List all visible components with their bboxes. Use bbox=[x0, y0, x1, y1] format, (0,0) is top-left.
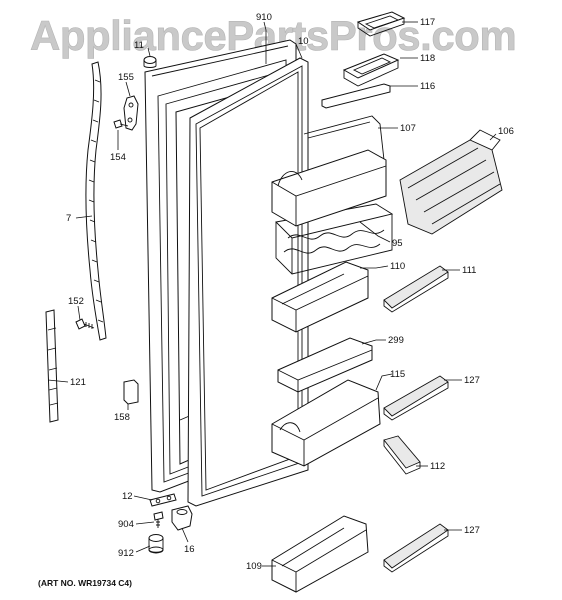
callout-12: 12 bbox=[122, 491, 133, 502]
part-115-large-bin[interactable] bbox=[271, 379, 381, 467]
callout-111: 111 bbox=[462, 265, 476, 276]
part-154-screw[interactable] bbox=[113, 119, 129, 129]
part-109-bottom-bin[interactable] bbox=[271, 515, 369, 593]
callout-127-lower: 127 bbox=[464, 525, 480, 536]
part-7-handle[interactable] bbox=[85, 61, 107, 341]
callout-910: 910 bbox=[256, 12, 272, 23]
part-904-screw[interactable] bbox=[153, 511, 164, 528]
part-912-bushing[interactable] bbox=[148, 534, 164, 554]
part-110-door-bin[interactable] bbox=[271, 261, 369, 333]
callout-118: 118 bbox=[420, 53, 435, 64]
part-16-hinge-cam[interactable] bbox=[171, 505, 193, 531]
part-127-shelf-front-lower[interactable] bbox=[383, 523, 449, 573]
part-127-shelf-front-upper[interactable] bbox=[383, 375, 449, 421]
part-299-shelf[interactable] bbox=[277, 337, 373, 393]
callout-154: 154 bbox=[110, 152, 126, 163]
dairy-bin[interactable] bbox=[271, 149, 387, 227]
callout-116: 116 bbox=[420, 81, 435, 92]
callout-10: 10 bbox=[298, 36, 309, 47]
callout-121: 121 bbox=[70, 377, 86, 388]
part-118-tray[interactable] bbox=[342, 53, 400, 87]
part-111-shelf-front[interactable] bbox=[383, 265, 449, 313]
callout-16: 16 bbox=[184, 544, 195, 555]
callout-112: 112 bbox=[430, 461, 445, 472]
callout-95: 95 bbox=[392, 238, 403, 249]
part-155-bracket[interactable] bbox=[123, 95, 139, 131]
part-11-plug[interactable] bbox=[143, 56, 157, 68]
callout-117: 117 bbox=[420, 17, 435, 28]
part-107-bracket[interactable] bbox=[303, 115, 385, 161]
callout-11: 11 bbox=[134, 40, 144, 51]
callout-912: 912 bbox=[118, 548, 134, 559]
callout-155: 155 bbox=[118, 72, 134, 83]
part-12-hinge-plate[interactable] bbox=[149, 493, 177, 507]
leader-lines bbox=[47, 21, 497, 567]
part-112-small-front[interactable] bbox=[383, 435, 421, 475]
callout-127-upper: 127 bbox=[464, 375, 480, 386]
part-152-screw[interactable] bbox=[75, 318, 95, 330]
callout-109: 109 bbox=[246, 561, 262, 572]
part-116-rail[interactable] bbox=[321, 83, 391, 109]
callout-904: 904 bbox=[118, 519, 134, 530]
part-121-trim[interactable] bbox=[45, 309, 59, 423]
callout-7: 7 bbox=[66, 213, 71, 224]
callout-labels: 910 11 155 154 7 152 121 158 12 904 912 … bbox=[66, 12, 514, 572]
callout-152: 152 bbox=[68, 296, 84, 307]
callout-107: 107 bbox=[400, 123, 416, 134]
part-158-cover[interactable] bbox=[123, 379, 139, 405]
callout-299: 299 bbox=[388, 335, 404, 346]
callout-158: 158 bbox=[114, 412, 130, 423]
part-106-cover[interactable] bbox=[399, 129, 503, 235]
callout-115: 115 bbox=[390, 369, 405, 380]
callout-110: 110 bbox=[390, 261, 405, 272]
callout-106: 106 bbox=[498, 126, 514, 137]
art-number: (ART NO. WR19734 C4) bbox=[38, 578, 132, 588]
watermark: AppliancePartsPros.com bbox=[30, 12, 516, 59]
